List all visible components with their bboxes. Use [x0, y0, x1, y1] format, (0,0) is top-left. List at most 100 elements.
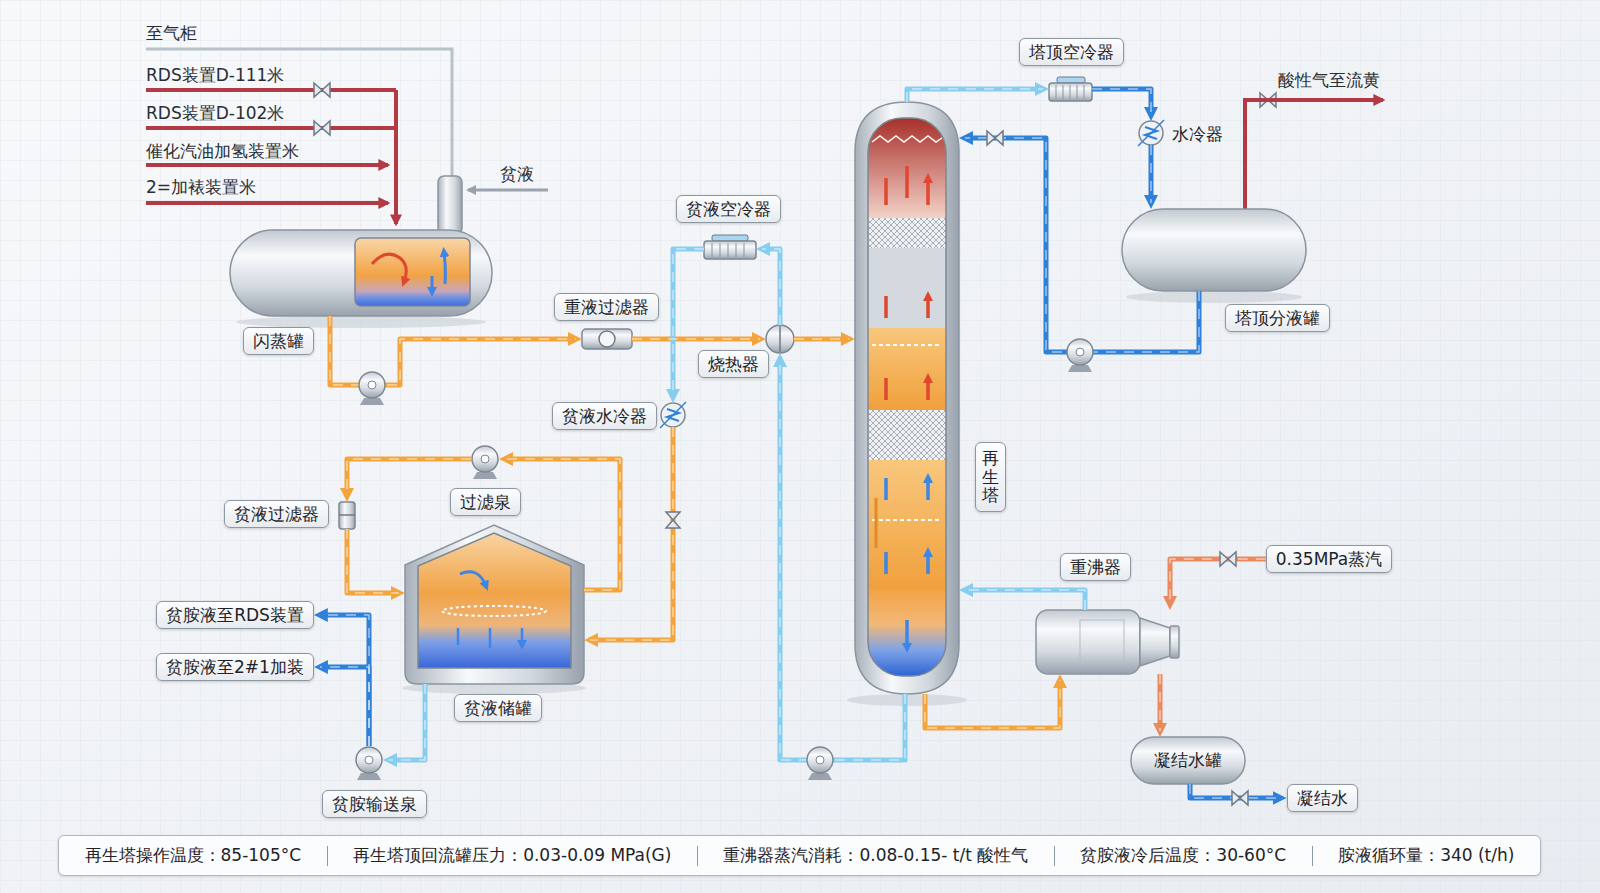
pipe-highlight [320, 615, 369, 746]
label-pill: 贫液水冷器 [552, 402, 657, 430]
label-text: 贫胺液至2#1加装 [166, 657, 304, 677]
lean-amine-tank [418, 530, 571, 670]
pump: 贫胺输送泉 [355, 746, 383, 774]
lean-amine-tank [405, 525, 584, 684]
feed-lines [146, 163, 388, 167]
label-pill: 贫液空冷器 [676, 195, 781, 223]
reflux-drum [1122, 209, 1306, 291]
regenerator-column [872, 344, 942, 346]
label-pill: 塔顶空冷器 [1019, 38, 1124, 66]
process-pipe [632, 337, 760, 342]
water-cooler-symbol [1139, 121, 1163, 145]
pump: 过滤泉 [471, 445, 499, 473]
water-cooler: 水冷器 [1139, 121, 1163, 145]
regenerator-column [868, 460, 946, 590]
regenerator-column [868, 328, 946, 410]
air-cooler-symbol [1057, 77, 1085, 83]
regenerator-column [886, 166, 928, 205]
lean-amine-tank [460, 572, 486, 586]
label-text: 水冷器 [1172, 124, 1223, 144]
process-pipe [1170, 559, 1266, 604]
valve-symbol [314, 121, 330, 135]
pump-symbol [356, 339, 1093, 780]
condensate-drum [1131, 737, 1245, 784]
regenerator-column [868, 118, 946, 218]
label-pill: 烧热器 [698, 350, 769, 378]
stream-label: 酸性气至流黄 [1278, 70, 1380, 90]
pump-symbol [1076, 348, 1084, 356]
flash-drum [230, 176, 492, 328]
pipe-highlight [1150, 145, 1152, 203]
label-pill: 重沸器 [1060, 553, 1131, 581]
filter-symbol [339, 514, 355, 516]
regenerator-column [872, 519, 942, 521]
reboiler: 重沸器 [1036, 610, 1179, 674]
regenerator-column [868, 118, 946, 676]
valve-symbol [1232, 791, 1248, 805]
label-pill: 贫胺输送泉 [322, 790, 427, 818]
stream-label: 催化汽油加氢装置米 [146, 141, 299, 161]
heat-exchanger: 烧热器 [766, 325, 794, 353]
pump-symbol [368, 381, 376, 389]
pipe-highlight [925, 680, 1060, 728]
regenerator-column [905, 620, 909, 648]
regenerator-column [868, 410, 946, 460]
reflux-drum [1122, 209, 1306, 303]
stream-tag: 凝结水 [1287, 784, 1358, 812]
regenerator-column [868, 118, 946, 676]
pump-symbol [357, 773, 381, 780]
label-text: 贫液空冷器 [686, 199, 771, 219]
stream-label: 至气柜 [146, 23, 197, 43]
lean-amine-tank [418, 530, 571, 670]
valve-symbol [314, 83, 330, 97]
flash-drum [372, 254, 406, 282]
pump-symbol [808, 773, 832, 780]
feed-lines [146, 49, 548, 224]
pump-symbol [481, 455, 489, 463]
air-cooler-symbol [1056, 85, 1084, 99]
reboiler [1036, 610, 1179, 674]
reflux-drum: 塔顶分液罐 [1122, 209, 1306, 291]
label-holder: RDS装置D-102米 [146, 102, 284, 124]
regenerator-column [872, 136, 942, 142]
separator [1312, 846, 1313, 866]
reboiler [1140, 618, 1170, 666]
pump-symbol [365, 756, 373, 764]
stream-label: RDS装置D-102米 [146, 103, 284, 123]
label-holder: 催化汽油加氢装置米 [146, 140, 299, 162]
reboiler [1036, 610, 1140, 674]
flash-drum [355, 238, 470, 306]
label-pill: 过滤泉 [450, 488, 521, 516]
label-text: 凝结水 [1297, 788, 1348, 808]
label-holder: 酸性气至流黄 [1278, 69, 1380, 91]
water-cooler-symbol [660, 402, 686, 428]
filter-symbol [339, 502, 355, 529]
lean-amine-tank [402, 525, 586, 694]
process-pipe [1149, 145, 1154, 203]
label-text: 贫液过滤器 [234, 504, 319, 524]
air-cooler: 贫液空冷器 [704, 235, 756, 263]
process-pipe [762, 249, 780, 325]
process-pipe [965, 590, 1085, 610]
regenerator-column [855, 102, 959, 694]
storage-tank: 贫液储罐 [405, 525, 584, 684]
label-text: 再生塔 [982, 449, 999, 505]
pump-symbol [473, 472, 497, 479]
air-cooler-symbol [712, 235, 748, 241]
air-cooler: 塔顶空冷器 [1049, 77, 1092, 102]
label-text: 贫胺液至RDS装置 [166, 605, 304, 625]
process-pipe [907, 89, 1043, 102]
lean-amine-tank [418, 533, 571, 668]
label-pill: 闪蒸罐 [243, 327, 314, 355]
label-text: 烧热器 [708, 354, 759, 374]
regenerator-column: 再生塔 [855, 102, 959, 694]
water-cooler: 贫液水冷器 [661, 403, 685, 427]
stream-label: 2=加裱装置米 [146, 177, 256, 197]
pump-symbol [360, 398, 384, 405]
label-text: 过滤泉 [460, 492, 511, 512]
label-holder: RDS装置D-111米 [146, 64, 284, 86]
process-pipe [1158, 674, 1163, 731]
pipe-highlight [965, 590, 1085, 610]
